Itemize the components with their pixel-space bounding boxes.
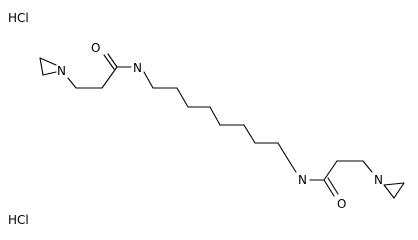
bond-carbonyl bbox=[107, 53, 118, 68]
octyl-chain bbox=[143, 71, 297, 173]
atom-n-amide-left: N bbox=[133, 61, 142, 75]
bond bbox=[67, 77, 77, 89]
bond-carbonyl-double bbox=[327, 177, 339, 195]
hcl-label-bottom: HCl bbox=[8, 213, 29, 227]
bond bbox=[323, 160, 338, 181]
bond bbox=[101, 66, 118, 89]
hcl-label-top: HCl bbox=[8, 11, 29, 25]
aziridine-ring-left bbox=[39, 57, 57, 76]
atom-o-amide-left: O bbox=[91, 41, 100, 55]
bond bbox=[383, 184, 395, 199]
atom-n-aziridine-right: N bbox=[374, 173, 383, 187]
bond bbox=[383, 182, 405, 186]
atom-n-amide-right: N bbox=[298, 173, 307, 187]
bond bbox=[42, 71, 57, 76]
bond bbox=[362, 160, 373, 173]
atom-n-aziridine-left: N bbox=[57, 64, 66, 78]
bond-carbonyl-double bbox=[103, 54, 115, 70]
bond bbox=[393, 182, 405, 199]
bond-carbonyl bbox=[323, 179, 335, 197]
aziridine-ring-right bbox=[383, 182, 405, 199]
propanamide-chain-left bbox=[67, 53, 132, 89]
atom-o-amide-right: O bbox=[337, 197, 346, 211]
propanamide-chain-right bbox=[309, 160, 373, 197]
bond bbox=[39, 57, 44, 76]
bond bbox=[39, 57, 57, 66]
